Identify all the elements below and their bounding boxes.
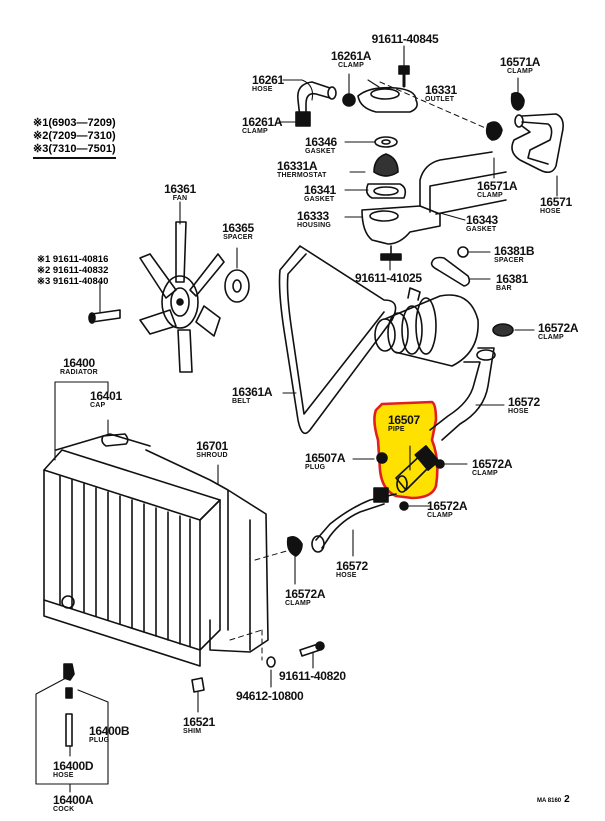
shroud-16701 — [145, 449, 269, 653]
label-91611-41025[interactable]: 91611-41025 — [355, 271, 422, 285]
belt-16361a — [278, 245, 397, 435]
label-94612-10800[interactable]: 94612-10800 — [236, 689, 304, 703]
plug-16507a — [376, 452, 388, 464]
housing-16333 — [361, 205, 441, 245]
fan-bolt-list: ※1 91611-40816 ※2 91611-40832 ※3 91611-4… — [37, 254, 108, 287]
legend-row: ※3(7310—7501) — [33, 143, 116, 155]
label-91611-40845[interactable]: 91611-40845 — [371, 32, 439, 46]
bar-16381 — [430, 256, 471, 287]
shim-16521 — [191, 677, 205, 693]
hose-16572-lower — [315, 493, 397, 549]
fan-bolt-row: ※3 91611-40840 — [37, 276, 109, 287]
clamp-16261a-top — [342, 93, 356, 107]
outlet-16331 — [357, 86, 418, 113]
hose-16572-upper — [429, 347, 495, 441]
hose-16261 — [296, 81, 331, 125]
label-91611-40820[interactable]: 91611-40820 — [279, 669, 346, 683]
cap-16401 — [101, 433, 129, 447]
fan-16361 — [139, 221, 225, 373]
fan-bolt-row: ※1 91611-40816 — [37, 254, 109, 265]
thermostat-16331a — [373, 153, 399, 177]
dashed-lines — [229, 81, 491, 661]
clamp-16261a-left — [295, 111, 311, 127]
serial-range-legend: ※1(6903—7209) ※2(7209—7310) ※3(7310—7501… — [33, 117, 116, 159]
spacer-16365 — [224, 269, 250, 303]
water-pump — [374, 287, 479, 367]
legend-row: ※1(6903—7209) — [33, 117, 116, 129]
legend-row: ※2(7209—7310) — [33, 130, 116, 142]
radiator-16400 — [43, 433, 221, 667]
fan-bolt-row: ※2 91611-40832 — [37, 265, 109, 276]
leader-lines — [35, 45, 558, 793]
hose-16571 — [511, 113, 564, 174]
